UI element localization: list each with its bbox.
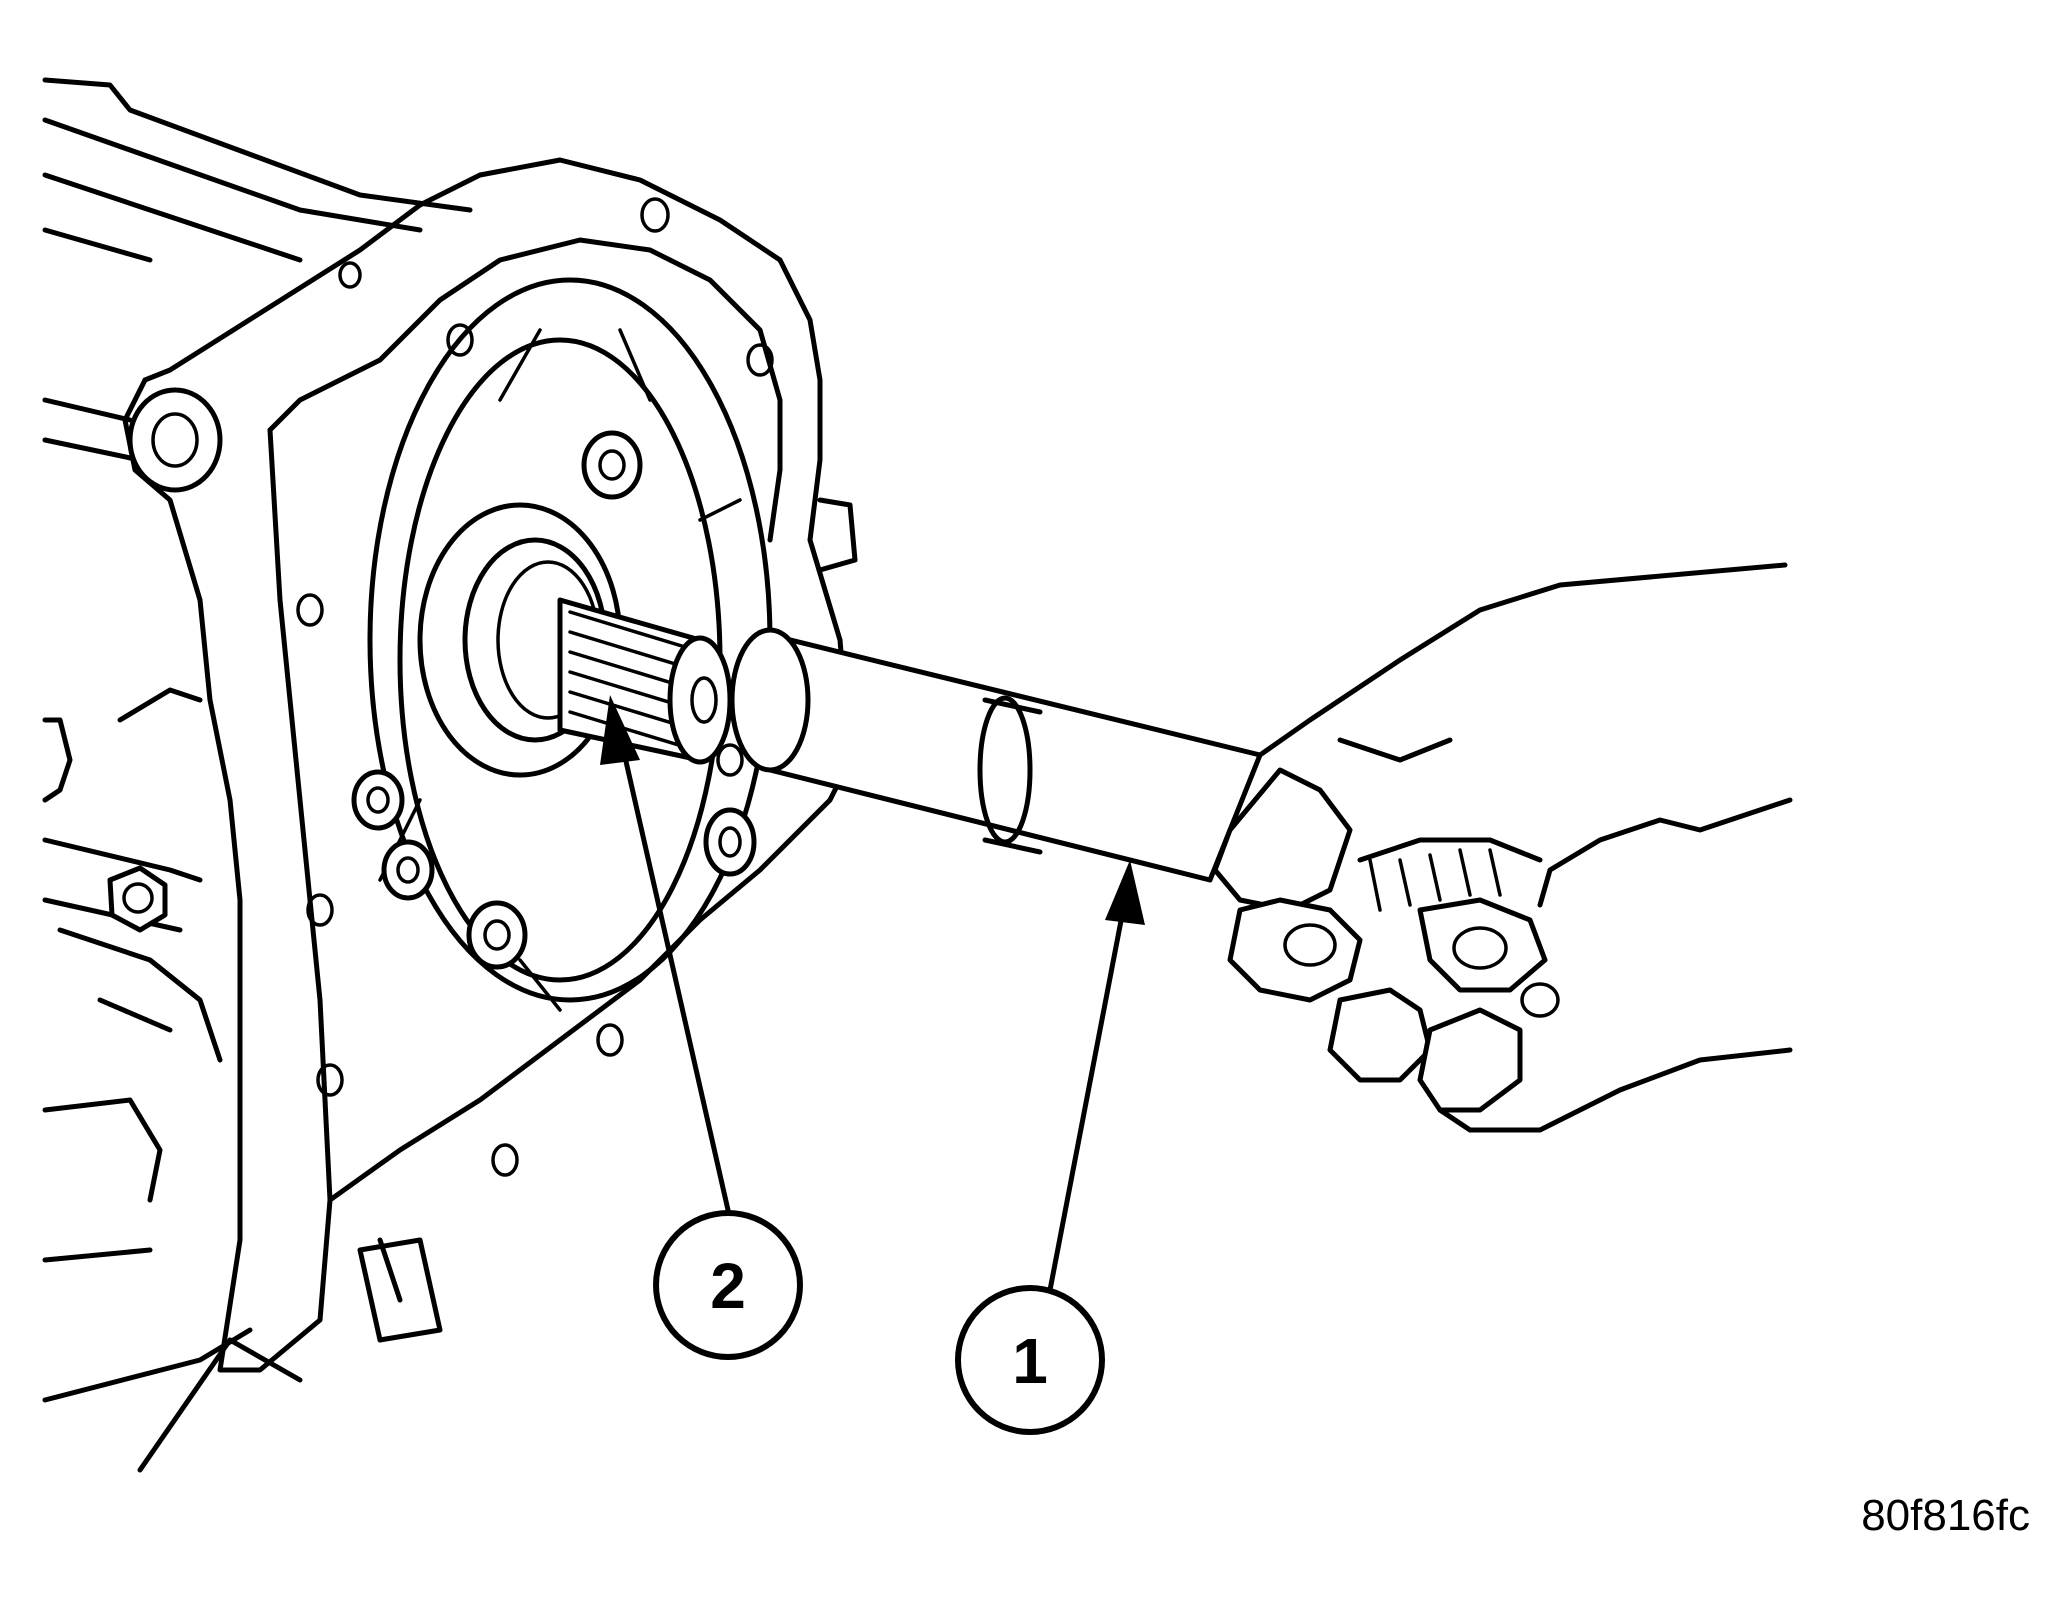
callout-1: 1 xyxy=(955,1285,1105,1435)
mounting-boss xyxy=(127,387,223,493)
seal-installer-tool xyxy=(729,627,1263,883)
transmission-case xyxy=(42,77,473,1473)
figure-code: 80f816fc xyxy=(1861,1491,2030,1540)
output-shaft xyxy=(557,597,733,765)
leader-line-1 xyxy=(1047,897,1128,1293)
adapter-housing xyxy=(122,157,858,1373)
hand xyxy=(1212,562,1793,1133)
callout-2: 2 xyxy=(653,1210,803,1360)
callout-1-label: 1 xyxy=(1012,1325,1048,1397)
bolt-head xyxy=(107,865,168,933)
callout-2-label: 2 xyxy=(710,1250,746,1322)
leader-line-2 xyxy=(617,732,731,1213)
flange-bolt-holes xyxy=(296,197,774,1177)
leader-arrows xyxy=(600,695,1145,1293)
arrowhead-2 xyxy=(600,695,640,765)
arrowhead-1 xyxy=(1105,860,1145,925)
